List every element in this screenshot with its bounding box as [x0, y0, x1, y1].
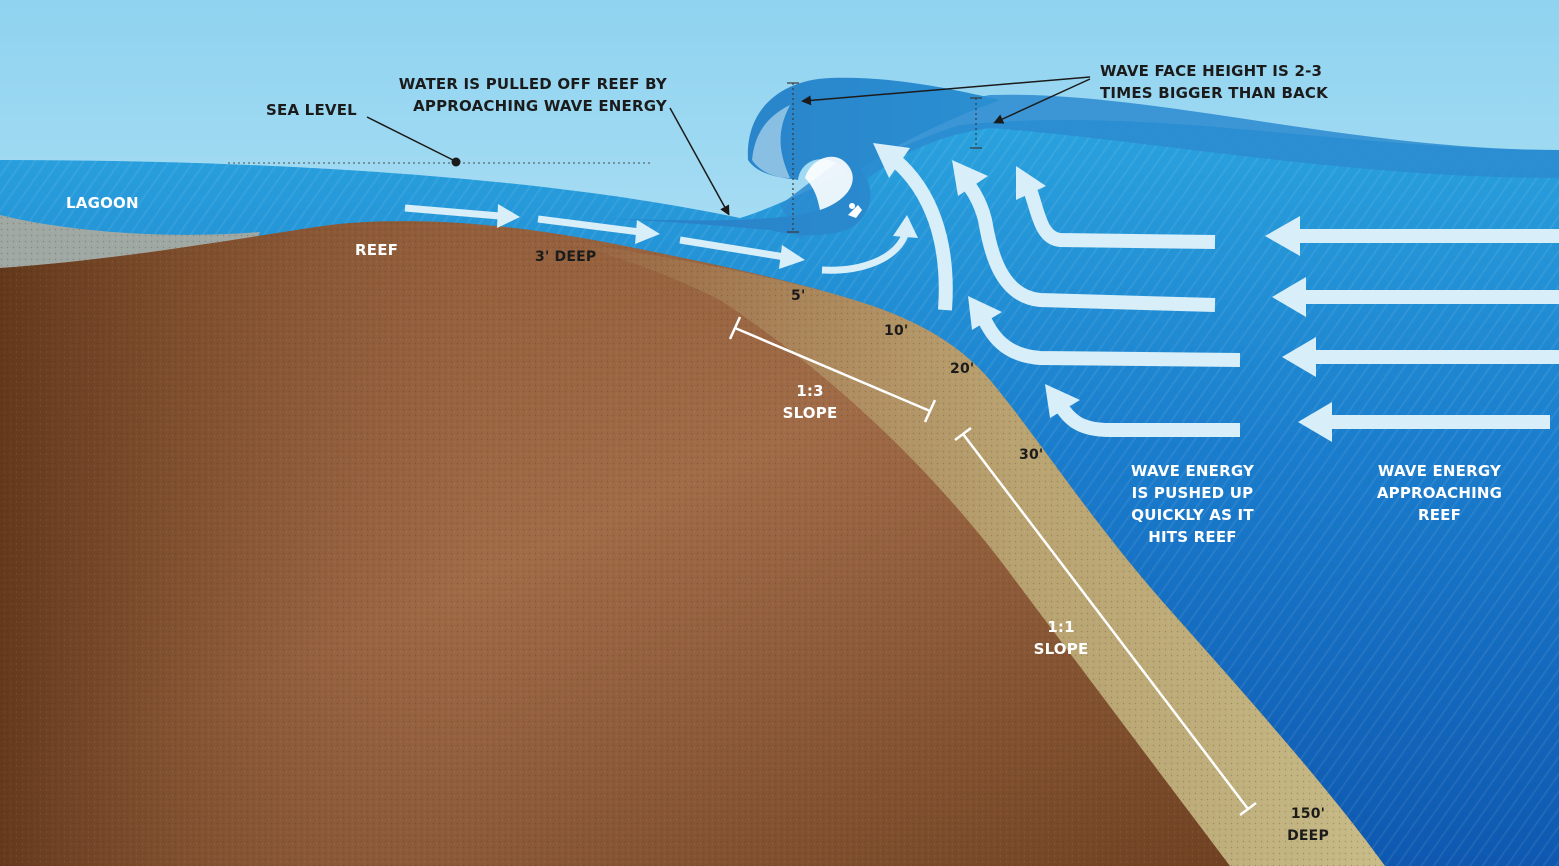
slope-1-3-ratio: 1:3	[796, 382, 824, 400]
depth-30-label: 30'	[1019, 447, 1044, 463]
depth-150-line-1: 150'	[1290, 806, 1326, 822]
reef-label: REEF	[355, 241, 399, 259]
wave-energy-approach-arrows	[1265, 216, 1559, 442]
sea-level-marker	[451, 157, 461, 167]
approaching-line-2: APPROACHING	[1376, 484, 1503, 502]
water-pulled-line-2: APPROACHING WAVE ENERGY	[413, 97, 667, 115]
reef-flow-arrows	[404, 204, 918, 274]
pushed-up-line-4: HITS REEF	[1148, 528, 1237, 546]
approaching-line-3: REEF	[1417, 506, 1462, 524]
slope-measures	[728, 316, 1257, 816]
slope-1-1-word: SLOPE	[1033, 640, 1089, 658]
approaching-line-1: WAVE ENERGY	[1377, 462, 1502, 480]
depth-10-label: 10'	[884, 323, 909, 339]
depth-20-label: 20'	[950, 361, 975, 377]
annotation-leaders	[366, 76, 1091, 216]
approaching-label: WAVE ENERGY APPROACHING REEF	[1362, 460, 1517, 526]
depth-3-label: 3' DEEP	[535, 249, 597, 265]
depth-150-line-2: DEEP	[1287, 828, 1329, 844]
pushed-up-line-1: WAVE ENERGY	[1130, 462, 1255, 480]
water-pulled-label: WATER IS PULLED OFF REEF BY APPROACHING …	[395, 73, 667, 117]
wave-energy-upward-arrows	[873, 143, 1241, 437]
slope-1-3-word: SLOPE	[782, 404, 838, 422]
wave-crest	[600, 77, 1000, 236]
surfer-icon	[848, 203, 862, 218]
wave-face-label: WAVE FACE HEIGHT IS 2-3 TIMES BIGGER THA…	[1100, 60, 1328, 104]
slope-1-1-label: 1:1 SLOPE	[1021, 616, 1101, 660]
water-pulled-line-1: WATER IS PULLED OFF REEF BY	[398, 75, 667, 93]
wave-face-line-2: TIMES BIGGER THAN BACK	[1100, 84, 1328, 102]
sea-level-label: SEA LEVEL	[266, 101, 357, 119]
lagoon-label: LAGOON	[66, 194, 139, 212]
wave-face-line-1: WAVE FACE HEIGHT IS 2-3	[1100, 62, 1323, 80]
depth-150-label: 150' DEEP	[1272, 803, 1344, 847]
slope-1-3-label: 1:3 SLOPE	[770, 380, 850, 424]
wave-height-measures	[787, 82, 982, 233]
wave-back	[780, 94, 1559, 240]
pushed-up-label: WAVE ENERGY IS PUSHED UP QUICKLY AS IT H…	[1110, 460, 1275, 548]
depth-5-label: 5'	[791, 288, 806, 304]
pushed-up-line-3: QUICKLY AS IT	[1131, 506, 1254, 524]
pushed-up-line-2: IS PUSHED UP	[1131, 484, 1254, 502]
slope-1-1-ratio: 1:1	[1047, 618, 1075, 636]
